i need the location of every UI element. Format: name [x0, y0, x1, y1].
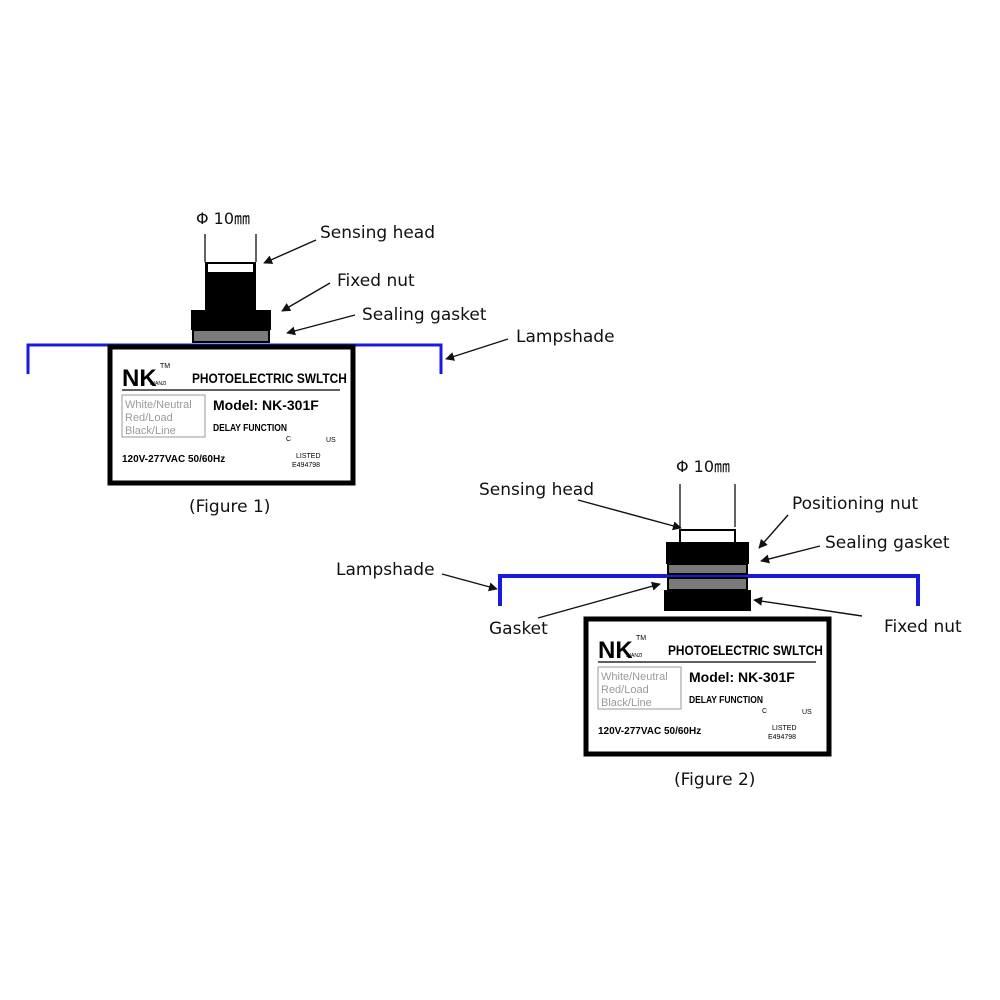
sensing-head-cap	[679, 529, 736, 545]
arrow-sensing-head	[263, 239, 317, 264]
wire-black: Black/Line	[601, 697, 652, 709]
dimension-label: Φ 10㎜	[676, 457, 730, 476]
cert-us: US	[802, 709, 812, 716]
device-title: PHOTOELECTRIC SWLTCH	[192, 370, 347, 386]
gasket	[667, 577, 748, 591]
callout-positioning-nut: Positioning nut	[792, 494, 918, 514]
arrow-positioning-nut	[758, 514, 789, 549]
cert-c: C	[762, 708, 767, 715]
fixed-nut	[191, 310, 271, 330]
callout-lampshade: Lampshade	[336, 560, 435, 580]
fixed-nut	[664, 590, 751, 611]
wire-black: Black/Line	[125, 425, 176, 437]
wire-white: White/Neutral	[601, 671, 668, 683]
figure-1-caption: (Figure 1)	[189, 497, 270, 517]
sensor-assembly	[191, 262, 271, 343]
trademark-mark: TM	[160, 363, 170, 370]
callout-sealing-gasket: Sealing gasket	[362, 305, 487, 325]
wire-red: Red/Load	[125, 412, 173, 424]
file-number: E494798	[768, 734, 796, 741]
device-title: PHOTOELECTRIC SWLTCH	[668, 642, 823, 658]
arrow-sealing-gasket	[286, 314, 356, 336]
positioning-nut	[666, 542, 749, 564]
voltage-text: 120V-277VAC 50/60Hz	[598, 726, 701, 737]
dimension-label: Φ 10㎜	[196, 209, 250, 228]
model-text: Model: NK-301F	[689, 669, 795, 685]
file-number: E494798	[292, 462, 320, 469]
arrow-gasket	[537, 581, 661, 619]
trademark-mark: TM	[636, 635, 646, 642]
function-text: DELAY FUNCTION	[689, 694, 763, 705]
voltage-text: 120V-277VAC 50/60Hz	[122, 454, 225, 465]
device-label-1: NK TM DIANZI PHOTOELECTRIC SWLTCH White/…	[107, 344, 356, 486]
figure-1: Φ 10㎜ NK TM DIANZI PHOTOELECTRIC SWLTCH …	[26, 209, 615, 517]
callout-fixed-nut: Fixed nut	[337, 271, 415, 291]
wire-box	[597, 666, 682, 710]
listed-text: LISTED	[772, 725, 797, 732]
model-text: Model: NK-301F	[213, 397, 319, 413]
arrow-lampshade	[445, 338, 509, 361]
callout-fixed-nut: Fixed nut	[884, 617, 962, 637]
sealing-gasket	[192, 329, 270, 343]
sensing-head-lens	[208, 264, 253, 272]
cert-c: C	[286, 436, 291, 443]
arrow-sensing-head	[577, 499, 682, 531]
label-border	[107, 344, 356, 486]
callout-sensing-head: Sensing head	[479, 480, 594, 500]
label-border	[583, 616, 832, 757]
arrow-lampshade	[441, 573, 498, 592]
wire-red: Red/Load	[601, 684, 649, 696]
brand-subtitle: DIANZI	[626, 653, 642, 659]
figure-2-caption: (Figure 2)	[674, 770, 755, 790]
brand-logo: NK	[598, 637, 633, 664]
arrow-fixed-nut	[753, 596, 863, 617]
callout-lampshade: Lampshade	[516, 327, 615, 347]
callout-gasket: Gasket	[489, 619, 548, 639]
sensor-assembly	[664, 529, 751, 611]
sealing-gasket	[667, 563, 748, 575]
wire-box	[121, 394, 206, 438]
arrow-fixed-nut	[281, 282, 331, 312]
listed-text: LISTED	[296, 453, 321, 460]
brand-subtitle: DIANZI	[150, 381, 166, 387]
device-label-2: NK TM DIANZI PHOTOELECTRIC SWLTCH White/…	[583, 616, 832, 757]
lampshade-line	[498, 574, 920, 606]
arrow-sealing-gasket	[760, 545, 821, 564]
brand-logo: NK	[122, 365, 157, 392]
cert-us: US	[326, 437, 336, 444]
wire-white: White/Neutral	[125, 399, 192, 411]
callout-sensing-head: Sensing head	[320, 223, 435, 243]
figure-2: Φ 10㎜ NK TM DIANZI PHOTOELECTRIC SWLTCH …	[336, 457, 962, 790]
function-text: DELAY FUNCTION	[213, 422, 287, 433]
callout-sealing-gasket: Sealing gasket	[825, 533, 950, 553]
